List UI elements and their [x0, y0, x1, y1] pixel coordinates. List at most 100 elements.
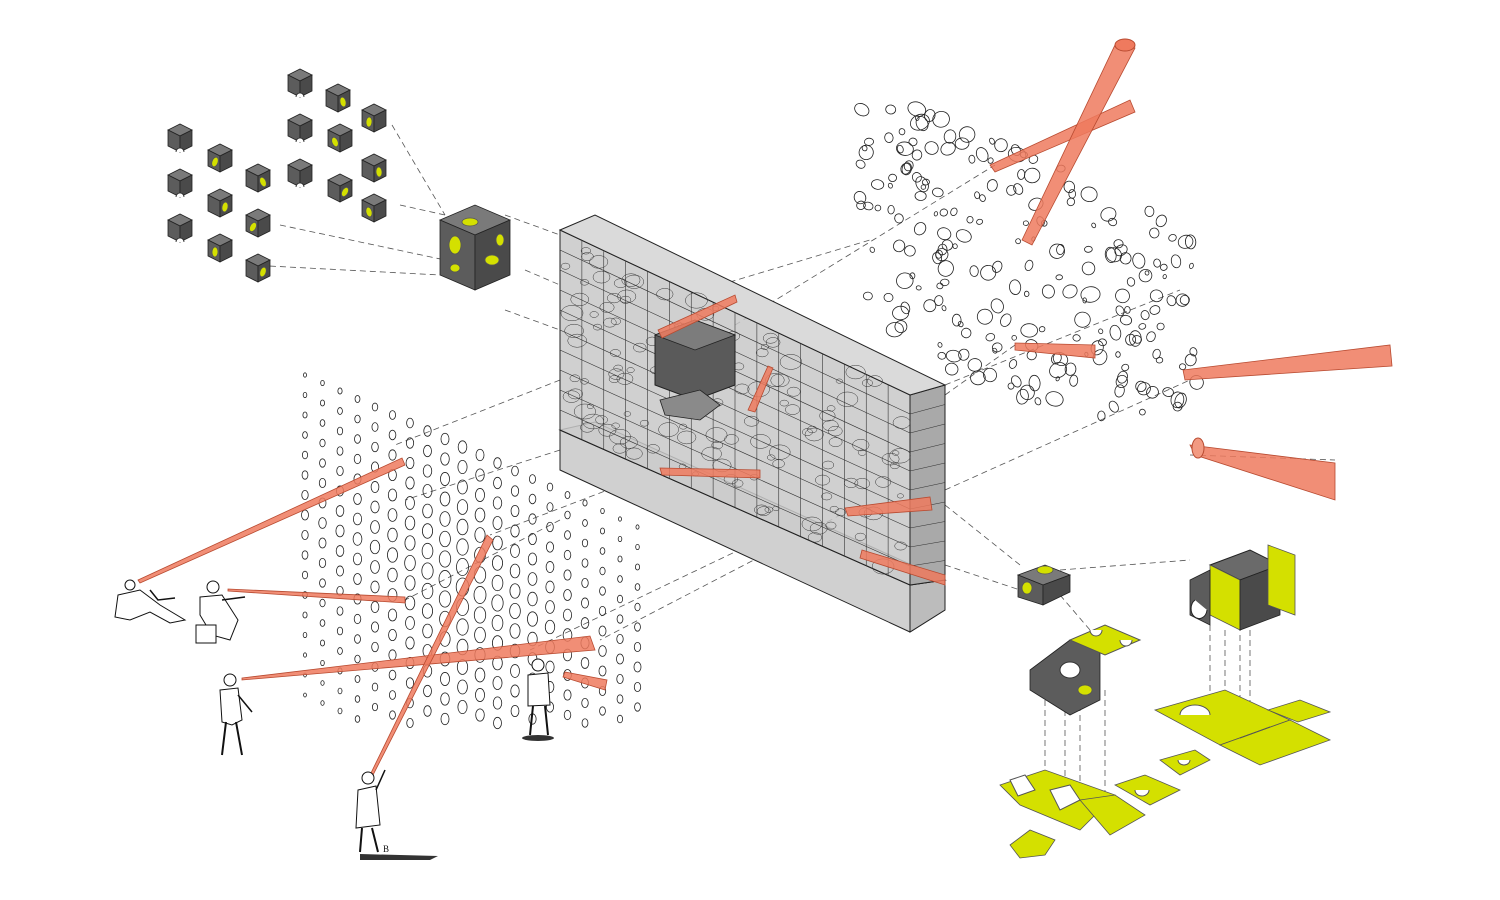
perforation-hole	[370, 560, 380, 574]
exploded-cube	[287, 158, 313, 188]
perforation-hole	[545, 600, 555, 614]
perforation-hole	[887, 205, 895, 215]
perforation-hole	[634, 602, 641, 612]
perforation-hole	[302, 431, 308, 439]
perforation-hole	[1184, 234, 1197, 250]
perforation-hole	[406, 417, 414, 429]
perforation-hole	[936, 282, 944, 290]
perforation-hole	[302, 391, 308, 398]
perforation-hole	[422, 623, 433, 639]
perforation-hole	[617, 536, 623, 543]
figure-label: B	[383, 844, 389, 854]
viewer-standing-left	[219, 673, 253, 756]
perforation-hole	[958, 348, 970, 361]
perforation-hole	[599, 586, 606, 596]
perforation-hole	[302, 632, 308, 639]
perforation-hole	[422, 464, 433, 478]
perforation-hole	[1138, 268, 1153, 283]
perforation-hole	[937, 342, 943, 348]
perforation-hole	[371, 441, 379, 453]
perforation-hole	[1105, 247, 1122, 263]
perforation-hole	[320, 379, 325, 386]
perforation-hole	[1144, 270, 1150, 276]
perforation-hole	[457, 679, 468, 695]
perforation-hole	[580, 657, 590, 669]
perforation-hole	[935, 248, 949, 262]
perforation-hole	[319, 639, 325, 647]
perforation-hole	[1017, 169, 1026, 180]
perforation-hole	[854, 103, 870, 117]
perforation-hole	[510, 684, 520, 698]
perforation-hole	[635, 563, 641, 571]
exploded-cube	[287, 68, 313, 98]
perforation-hole	[438, 570, 452, 588]
perforation-hole	[580, 617, 590, 629]
perforation-hole	[992, 347, 998, 354]
perforation-hole	[422, 503, 433, 519]
perforation-hole	[581, 597, 589, 609]
perforation-hole	[319, 419, 326, 427]
perforation-hole	[616, 614, 624, 624]
viewer-seated	[195, 580, 246, 644]
perforation-hole	[301, 530, 309, 541]
perforation-hole	[1011, 375, 1022, 388]
perforation-hole	[457, 700, 468, 715]
perforation-hole	[1108, 217, 1118, 227]
perforation-hole	[1098, 328, 1104, 335]
perforation-hole	[319, 598, 326, 608]
perforation-hole	[439, 491, 451, 507]
perforation-hole	[493, 716, 502, 730]
perforation-hole	[958, 126, 976, 143]
perforation-hole	[1144, 205, 1155, 217]
perforated-wall-block	[558, 214, 947, 633]
perforation-hole	[422, 484, 433, 498]
perforation-hole	[616, 714, 624, 724]
perforation-hole	[474, 667, 486, 683]
exploded-cube	[245, 253, 271, 283]
perforation-hole	[354, 634, 361, 644]
exploded-cube	[327, 173, 353, 203]
perforation-hole	[932, 110, 950, 128]
perforation-hole	[945, 349, 962, 363]
perforation-hole	[336, 426, 344, 436]
perforation-hole	[920, 184, 927, 190]
perforation-hole	[354, 654, 361, 664]
perforation-hole	[475, 488, 485, 502]
perforation-hole	[456, 558, 469, 577]
perforation-hole	[1062, 284, 1078, 299]
perforation-hole	[474, 507, 486, 523]
perforation-hole	[1109, 324, 1122, 341]
perforation-hole	[353, 493, 362, 505]
perforation-hole	[1024, 259, 1034, 271]
perforation-hole	[509, 623, 521, 639]
perforation-hole	[885, 321, 904, 338]
perforation-hole	[370, 601, 380, 613]
perforation-hole	[388, 629, 397, 642]
perforation-hole	[528, 513, 537, 525]
left-perforation-screen	[301, 372, 642, 730]
perforation-hole	[509, 563, 521, 579]
perforation-hole	[1189, 347, 1198, 357]
perforation-hole	[440, 692, 450, 706]
perforation-hole	[438, 590, 452, 608]
perforation-hole	[634, 583, 641, 591]
perforation-hole	[369, 539, 381, 555]
perforation-hole	[301, 550, 309, 560]
perforation-hole	[492, 696, 503, 710]
perforation-hole	[1084, 245, 1093, 253]
perforation-hole	[616, 694, 624, 704]
perforation-hole	[1121, 363, 1130, 372]
perforation-hole	[510, 504, 520, 518]
perforation-hole	[319, 619, 326, 627]
perforation-hole	[492, 676, 503, 690]
perforation-hole	[892, 305, 910, 321]
perforation-hole	[945, 362, 959, 376]
viewer-seated-pair	[114, 579, 187, 624]
perforation-hole	[1139, 408, 1146, 416]
perforation-hole	[582, 519, 588, 527]
perforation-hole	[528, 533, 537, 546]
exploded-cube	[325, 83, 351, 113]
perforation-hole	[421, 523, 434, 539]
perforation-hole	[389, 690, 396, 700]
